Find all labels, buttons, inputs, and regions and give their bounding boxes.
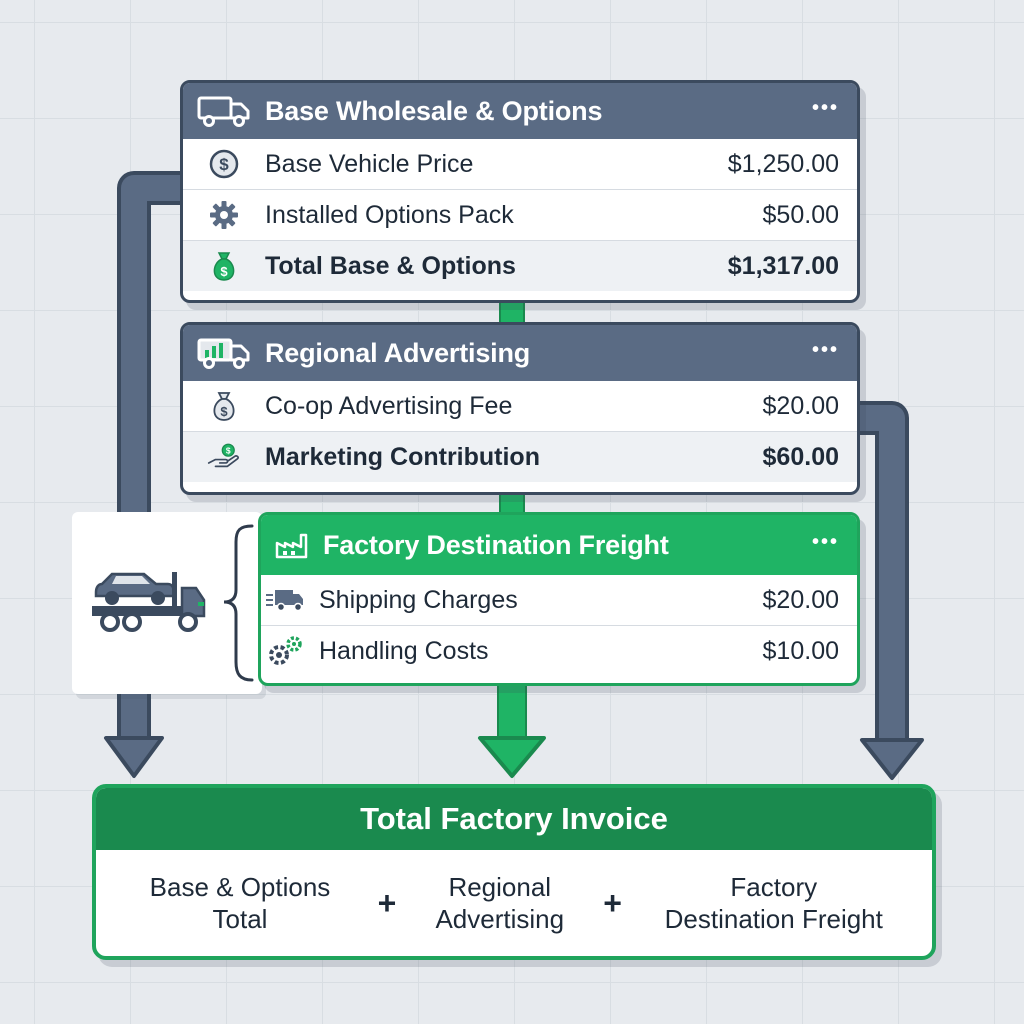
regional-advertising-title: Regional Advertising	[265, 337, 531, 368]
row-value: $1,250.00	[727, 149, 839, 178]
factory-freight-header: Factory Destination Freight •••	[261, 515, 857, 575]
gears-icon	[265, 634, 305, 668]
base-wholesale-card: Base Wholesale & Options ••• $ Base Vehi…	[180, 80, 860, 303]
term-regional-advertising: Regional Advertising	[406, 871, 594, 935]
term-factory-destination-freight: Factory Destination Freight	[632, 871, 916, 935]
svg-text:$: $	[220, 264, 228, 279]
row-value: $1,317.00	[727, 251, 839, 280]
chart-truck-icon	[197, 333, 251, 373]
total-invoice-formula: Base & Options Total + Regional Advertis…	[96, 850, 932, 956]
row-label: Marketing Contribution	[265, 442, 540, 471]
row-label: Total Base & Options	[265, 251, 516, 280]
row-value: $50.00	[762, 200, 839, 229]
row-handling-costs: Handling Costs $10.00	[261, 626, 857, 676]
bracket	[223, 524, 254, 682]
row-installed-options-pack: Installed Options Pack $50.00	[183, 190, 857, 241]
money-bag-icon: $	[207, 389, 241, 423]
tow-truck-icon	[92, 572, 206, 632]
base-wholesale-header: Base Wholesale & Options •••	[183, 83, 857, 139]
dollar-coin-icon: $	[207, 147, 241, 181]
svg-text:$: $	[220, 404, 228, 419]
base-wholesale-title: Base Wholesale & Options	[265, 95, 603, 126]
base-wholesale-menu-button[interactable]: •••	[811, 97, 839, 119]
row-label: Shipping Charges	[319, 585, 518, 614]
hand-coin-icon: $	[207, 440, 241, 474]
truck-icon	[197, 91, 251, 131]
regional-advertising-menu-button[interactable]: •••	[811, 339, 839, 361]
term-line: Total	[212, 904, 268, 934]
row-total-base-options: $ Total Base & Options $1,317.00	[183, 241, 857, 291]
factory-freight-title: Factory Destination Freight	[323, 529, 669, 560]
left-arrow-head	[104, 736, 164, 778]
gear-icon	[207, 198, 241, 232]
fast-truck-icon	[265, 583, 305, 617]
row-label: Base Vehicle Price	[265, 149, 474, 178]
center-connector-3	[497, 681, 527, 741]
total-invoice-title: Total Factory Invoice	[96, 788, 932, 850]
row-base-vehicle-price: $ Base Vehicle Price $1,250.00	[183, 139, 857, 190]
factory-freight-card: Factory Destination Freight ••• Shipping…	[258, 512, 860, 686]
row-value: $10.00	[762, 636, 839, 665]
row-value: $20.00	[762, 391, 839, 420]
tow-truck-panel	[72, 512, 262, 694]
total-factory-invoice-card: Total Factory Invoice Base & Options Tot…	[92, 784, 936, 960]
row-label: Installed Options Pack	[265, 200, 514, 229]
row-value: $20.00	[762, 585, 839, 614]
term-line: Regional	[448, 872, 552, 902]
money-bag-icon: $	[207, 249, 241, 283]
row-shipping-charges: Shipping Charges $20.00	[261, 575, 857, 626]
svg-text:$: $	[219, 155, 229, 174]
term-line: Factory	[730, 872, 818, 902]
term-line: Base & Options	[149, 872, 331, 902]
term-line: Advertising	[435, 904, 565, 934]
row-value: $60.00	[762, 442, 839, 471]
regional-advertising-card: Regional Advertising ••• $ Co-op Adverti…	[180, 322, 860, 495]
factory-freight-menu-button[interactable]: •••	[811, 531, 839, 553]
plus-sign: +	[603, 884, 622, 921]
svg-text:$: $	[226, 446, 231, 456]
right-arrow-head	[860, 738, 924, 780]
factory-icon	[275, 525, 309, 565]
term-line: Destination Freight	[664, 904, 883, 934]
row-label: Handling Costs	[319, 636, 489, 665]
plus-sign: +	[377, 884, 397, 921]
regional-advertising-header: Regional Advertising •••	[183, 325, 857, 381]
row-coop-advertising-fee: $ Co-op Advertising Fee $20.00	[183, 381, 857, 432]
term-base-options-total: Base & Options Total	[112, 871, 368, 935]
row-marketing-contribution: $ Marketing Contribution $60.00	[183, 432, 857, 482]
center-arrow-head	[478, 736, 546, 778]
row-label: Co-op Advertising Fee	[265, 391, 513, 420]
